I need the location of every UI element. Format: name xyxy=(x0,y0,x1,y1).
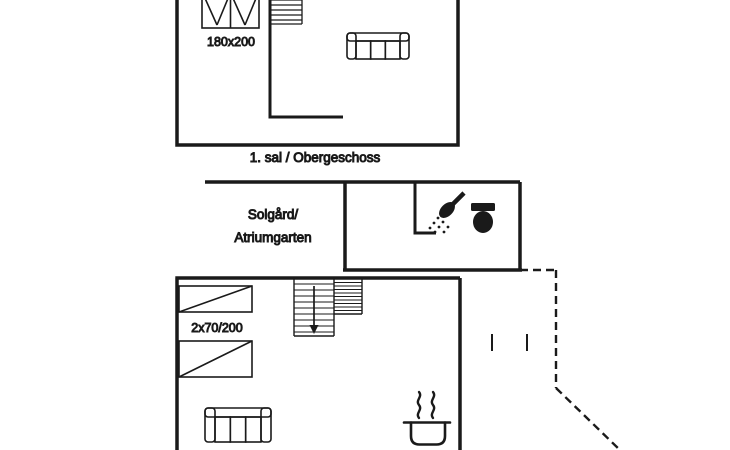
atrium-label-line1: Solgård/ xyxy=(248,207,299,222)
stairs-down-arrow-icon xyxy=(309,286,319,334)
sofa-icon xyxy=(346,32,410,60)
upper-floor-outer-walls xyxy=(175,0,460,147)
upper-floor-interior-wall xyxy=(268,0,343,119)
upper-bed-size-label: 180x200 xyxy=(207,35,255,49)
atrium-bathroom-section: Solgård/ Atriumgarten xyxy=(205,180,522,272)
stairs-icon xyxy=(271,0,303,25)
bunk-bed-icon xyxy=(178,285,253,378)
toilet-icon xyxy=(471,203,495,233)
upper-floor-plan: 180x200 xyxy=(175,0,460,147)
ground-floor-outer-walls xyxy=(175,276,462,450)
upper-floor-caption: 1. sal / Obergeschoss xyxy=(250,150,381,165)
ground-bed-size-label: 2x70/200 xyxy=(191,321,242,335)
bathroom-interior-wall xyxy=(413,182,436,235)
sofa-icon xyxy=(204,407,272,443)
bathroom-walls xyxy=(343,182,522,272)
cooking-pot-icon xyxy=(402,390,452,446)
stairs-icon xyxy=(293,278,363,337)
atrium-label-line2: Atriumgarten xyxy=(234,230,311,245)
shower-icon xyxy=(428,191,466,234)
terrace-step-marks xyxy=(491,334,528,351)
double-bed-icon xyxy=(201,0,260,29)
terrace-dashed-outline xyxy=(520,268,622,450)
ground-floor-plan: 2x70/200 xyxy=(175,268,622,450)
